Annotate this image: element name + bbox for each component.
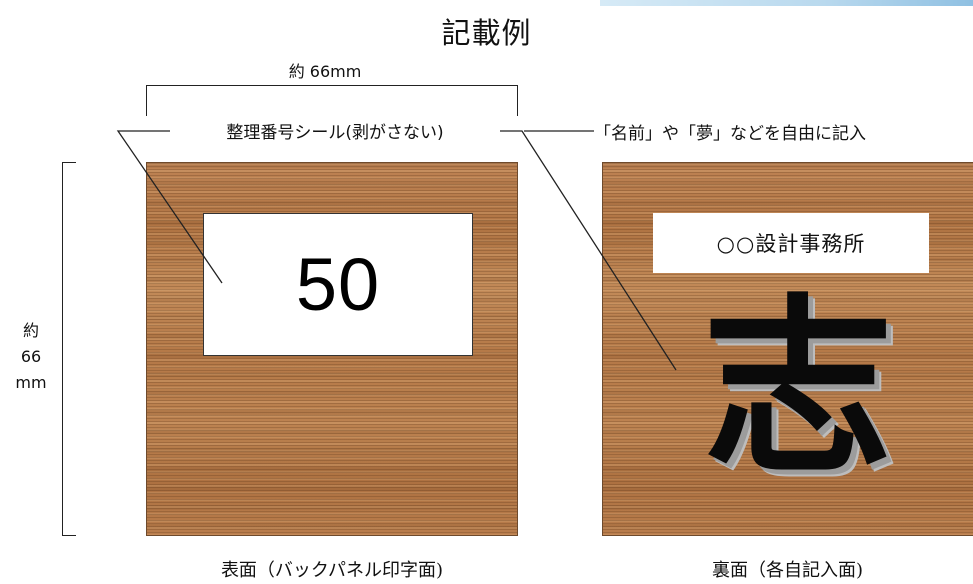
top-decorative-bar (600, 0, 973, 6)
page-title: 記載例 (441, 16, 532, 50)
sticker-number: 50 (295, 243, 381, 326)
height-label-line-1: 約 (22, 321, 39, 340)
front-panel: 50 (146, 162, 518, 536)
height-label-line-3: mm (15, 373, 47, 392)
number-sticker: 50 (203, 213, 473, 356)
back-panel-caption: 裏面（各自記入面) (711, 560, 864, 581)
back-callout-label: 「名前」や「夢」などを自由に記入 (594, 117, 973, 146)
width-dimension-bracket (146, 85, 518, 116)
front-callout-label: 整理番号シール(剥がさない) (170, 116, 500, 145)
height-dimension-label: 約 66 mm (15, 318, 47, 396)
height-dimension-bracket (62, 162, 76, 536)
dream-kanji: 志 (702, 276, 893, 499)
name-label-box: ○○設計事務所 (653, 213, 929, 273)
front-panel-caption: 表面（バックパネル印字面) (220, 560, 444, 581)
height-label-line-2: 66 (20, 347, 42, 366)
back-panel: ○○設計事務所 志 (602, 162, 973, 536)
width-dimension-label: 約 66mm (288, 62, 362, 81)
name-label-text: ○○設計事務所 (716, 232, 866, 256)
